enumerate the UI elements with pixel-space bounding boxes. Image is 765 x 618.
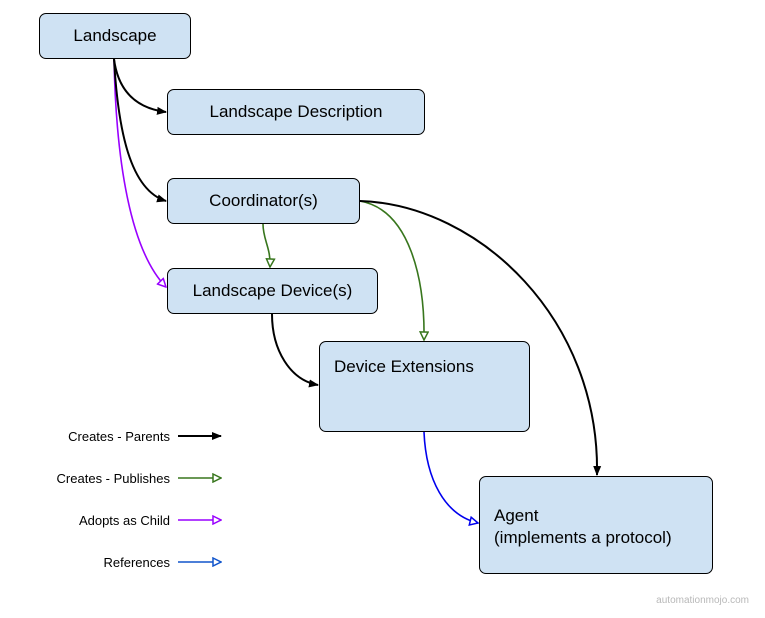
node-coordinators-label: Coordinator(s)	[209, 191, 318, 210]
edge-coordinator-to-device	[262, 223, 270, 267]
node-agent[interactable]: Agent (implements a protocol)	[479, 476, 713, 574]
node-landscape-description[interactable]: Landscape Description	[167, 89, 425, 135]
edge-landscape-to-description	[113, 58, 167, 115]
edge-landscape-to-coordinator	[113, 58, 167, 203]
node-landscape-devices[interactable]: Landscape Device(s)	[167, 268, 378, 314]
node-landscape-description-label: Landscape Description	[209, 102, 383, 121]
legend-label-adopts: Adopts as Child	[78, 513, 170, 528]
node-device-extensions[interactable]: Device Extensions	[319, 341, 530, 432]
node-landscape-devices-label: Landscape Device(s)	[192, 281, 353, 300]
legend-label-parents: Creates - Parents	[68, 429, 170, 444]
node-landscape-label: Landscape	[73, 26, 157, 45]
legend-label-publishes: Creates - Publishes	[56, 471, 170, 486]
edge-device-to-extensions	[271, 313, 319, 388]
node-agent-title: Agent	[494, 506, 539, 525]
node-coordinators[interactable]: Coordinator(s)	[167, 178, 360, 224]
node-agent-subtitle: (implements a protocol)	[494, 528, 672, 547]
edge-extensions-to-agent	[423, 431, 478, 523]
node-landscape[interactable]: Landscape	[39, 13, 191, 59]
watermark: automationmojo.com	[656, 595, 749, 606]
edge-coordinator-to-extensions	[359, 200, 424, 340]
node-device-extensions-label: Device Extensions	[334, 357, 474, 376]
edge-coordinator-to-agent	[359, 200, 602, 476]
edge-landscape-to-device-adopts	[113, 58, 166, 287]
legend-label-references: References	[103, 555, 170, 570]
